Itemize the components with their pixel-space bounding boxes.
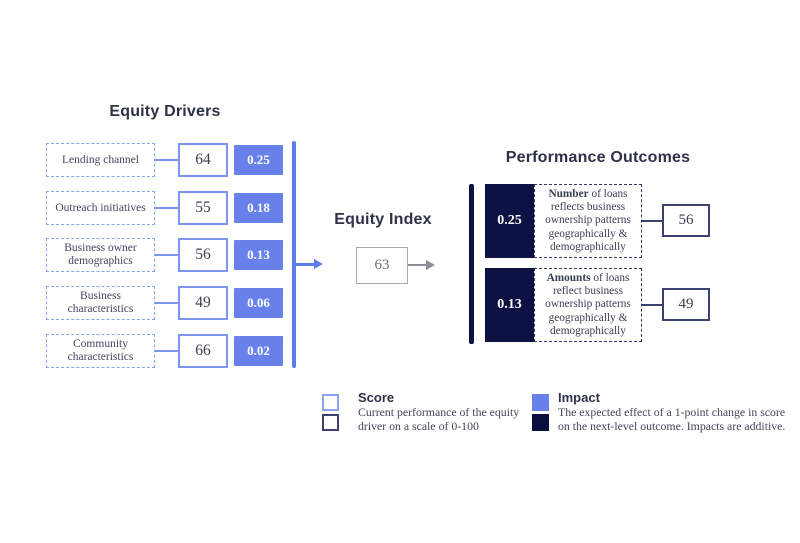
legend-swatch-impact-navy [532, 414, 549, 431]
legend-swatch-impact-blue [532, 394, 549, 411]
driver-impact-value: 0.02 [247, 343, 270, 358]
driver-score-box: 49 [178, 286, 228, 320]
driver-score-box: 66 [178, 334, 228, 368]
legend-score-description: Current performance of the equity driver… [358, 405, 520, 434]
driver-impact-value: 0.25 [247, 152, 270, 167]
outcome-desc-box: Number of loans reflects business owners… [534, 184, 642, 258]
driver-row-community-characteristics: Community characteristics 66 0.02 [0, 334, 300, 368]
driver-row-outreach-initiatives: Outreach initiatives 55 0.18 [0, 191, 300, 225]
driver-impact-value: 0.18 [247, 200, 270, 215]
driver-score-box: 55 [178, 191, 228, 225]
legend-swatch-score-driver [322, 394, 339, 411]
connector-line [155, 254, 178, 256]
arrow-head-index-to-outcomes [426, 259, 435, 270]
driver-row-business-characteristics: Business characteristics 49 0.06 [0, 286, 300, 320]
outcome-description-rest: of loans reflect business ownership patt… [545, 272, 631, 337]
driver-label-box: Business owner demographics [46, 238, 155, 272]
outcome-description-lead: Amounts [546, 272, 591, 285]
driver-score-box: 56 [178, 238, 228, 272]
driver-label-box: Business characteristics [46, 286, 155, 320]
driver-label: Outreach initiatives [55, 201, 146, 214]
driver-row-business-owner-demographics: Business owner demographics 56 0.13 [0, 238, 300, 272]
driver-score-box: 64 [178, 143, 228, 177]
outcome-description-rest: of loans reflects business ownership pat… [545, 188, 631, 253]
driver-label: Lending channel [62, 153, 139, 166]
outcome-score-box: 49 [662, 288, 710, 321]
outcome-impact-value: 0.13 [497, 297, 522, 312]
driver-impact-box: 0.06 [234, 288, 283, 318]
driver-score-value: 64 [195, 151, 211, 168]
outcome-impact-box: 0.25 [485, 184, 534, 258]
driver-score-value: 56 [195, 246, 211, 263]
driver-impact-box: 0.18 [234, 193, 283, 223]
legend-impact-title: Impact [558, 390, 600, 405]
connector-line [155, 207, 178, 209]
outcome-row-number-of-loans: 0.25 Number of loans reflects business o… [0, 184, 800, 258]
driver-score-value: 66 [195, 342, 211, 359]
outcomes-aggregation-line [469, 184, 474, 344]
arrow-line-index-to-outcomes [408, 264, 427, 266]
outcome-description: Amounts of loans reflect business owners… [535, 272, 641, 337]
driver-label: Business owner demographics [64, 242, 137, 267]
equity-index-score-box: 63 [356, 247, 408, 284]
driver-impact-value: 0.13 [247, 247, 270, 262]
performance-outcomes-title: Performance Outcomes [505, 149, 691, 166]
driver-impact-box: 0.02 [234, 336, 283, 366]
driver-label: Community characteristics [67, 338, 134, 363]
outcome-impact-value: 0.25 [497, 213, 522, 228]
connector-line [155, 302, 178, 304]
connector-line [155, 159, 178, 161]
equity-drivers-title: Equity Drivers [109, 103, 221, 120]
driver-impact-box: 0.13 [234, 240, 283, 270]
legend-swatch-score-outcome [322, 414, 339, 431]
outcome-description-lead: Number [548, 188, 589, 201]
driver-score-value: 49 [195, 294, 211, 311]
driver-impact-value: 0.06 [247, 295, 270, 310]
connector-line [155, 350, 178, 352]
outcome-score-value: 49 [678, 296, 694, 312]
outcome-score-value: 56 [678, 212, 694, 228]
legend-score-title: Score [358, 390, 395, 405]
driver-label: Business characteristics [67, 290, 134, 315]
driver-score-value: 55 [195, 199, 211, 216]
drivers-aggregation-line [292, 141, 296, 368]
arrow-line-drivers-to-index [296, 263, 315, 266]
outcome-desc-box: Amounts of loans reflect business owners… [534, 268, 642, 342]
driver-row-lending-channel: Lending channel 64 0.25 [0, 143, 300, 177]
outcome-description: Number of loans reflects business owners… [535, 188, 641, 253]
equity-index-title: Equity Index [334, 211, 432, 228]
driver-impact-box: 0.25 [234, 145, 283, 175]
legend-impact-description: The expected effect of a 1-point change … [558, 405, 786, 434]
connector-line [642, 304, 662, 306]
arrow-head-drivers-to-index [314, 259, 323, 269]
outcome-row-amounts-of-loans: 0.13 Amounts of loans reflect business o… [0, 268, 800, 342]
driver-label-box: Outreach initiatives [46, 191, 155, 225]
driver-label-box: Community characteristics [46, 334, 155, 368]
outcome-impact-box: 0.13 [485, 268, 534, 342]
equity-index-score-value: 63 [374, 257, 390, 273]
connector-line [642, 220, 662, 222]
outcome-score-box: 56 [662, 204, 710, 237]
driver-label-box: Lending channel [46, 143, 155, 177]
